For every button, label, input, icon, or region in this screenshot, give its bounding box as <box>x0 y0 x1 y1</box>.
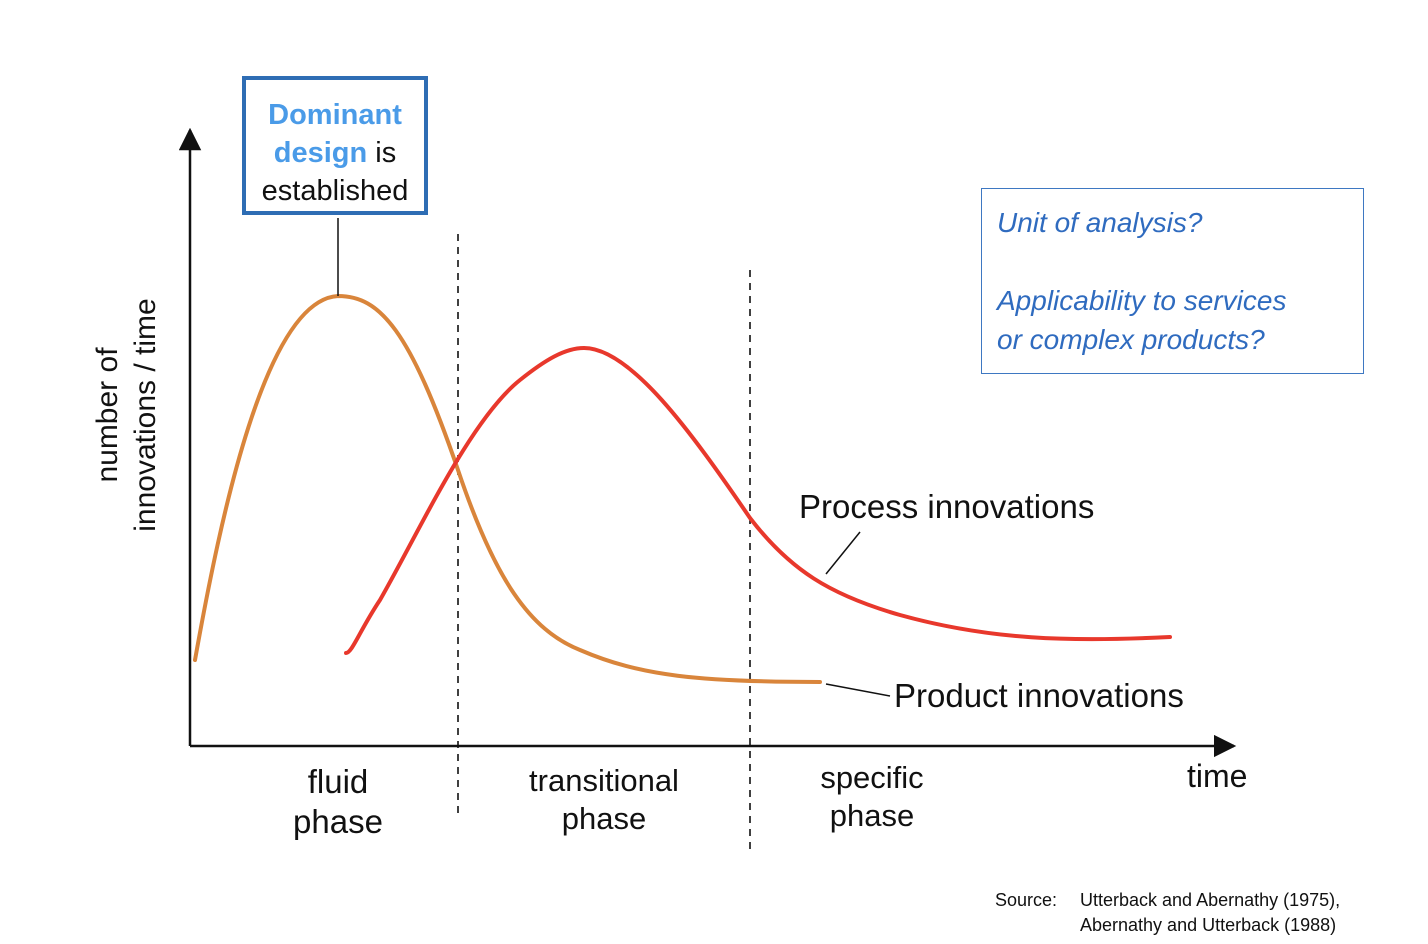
fluid-phase-label: fluid phase <box>268 762 408 842</box>
process-innovations-curve <box>344 345 1172 655</box>
x-axis-label: time <box>1187 758 1248 794</box>
source-line1: Utterback and Abernathy (1975), <box>1080 890 1341 910</box>
y-axis-label-line2: innovations / time <box>129 298 162 532</box>
specific-phase-line1: specific <box>820 760 924 795</box>
source-prefix: Source: <box>995 890 1058 910</box>
product-innovations-label: Product innovations <box>894 677 1184 714</box>
process-label-leader <box>825 531 861 575</box>
source-line2: Abernathy and Utterback (1988) <box>1080 915 1337 935</box>
dominant-design-highlight: Dominant design <box>268 99 402 169</box>
dominant-design-box: Dominant design is established <box>242 76 428 215</box>
question-applicability-line1: Applicability to services <box>997 285 1287 316</box>
question-unit-of-analysis: Unit of analysis? <box>997 207 1203 238</box>
specific-phase-label: specific phase <box>792 759 952 835</box>
product-label-leader <box>825 683 891 697</box>
y-axis-label-line1: number of <box>91 347 124 483</box>
dominant-design-established: established <box>261 175 409 207</box>
transitional-phase-line2: phase <box>561 801 647 836</box>
product-innovations-curve <box>193 293 822 684</box>
fluid-phase-line1: fluid <box>307 763 369 800</box>
y-axis-label: number of innovations / time <box>89 135 165 695</box>
fluid-phase-line2: phase <box>293 803 383 840</box>
questions-box: Unit of analysis? Applicability to servi… <box>981 188 1364 374</box>
dominant-design-is: is <box>367 137 397 169</box>
source-citation: Source: Utterback and Abernathy (1975), … <box>995 888 1340 935</box>
specific-phase-line2: phase <box>829 798 915 833</box>
process-innovations-label: Process innovations <box>799 488 1095 525</box>
question-applicability-line2: or complex products? <box>997 324 1265 355</box>
transitional-phase-line1: transitional <box>529 763 679 798</box>
transitional-phase-label: transitional phase <box>504 762 704 838</box>
